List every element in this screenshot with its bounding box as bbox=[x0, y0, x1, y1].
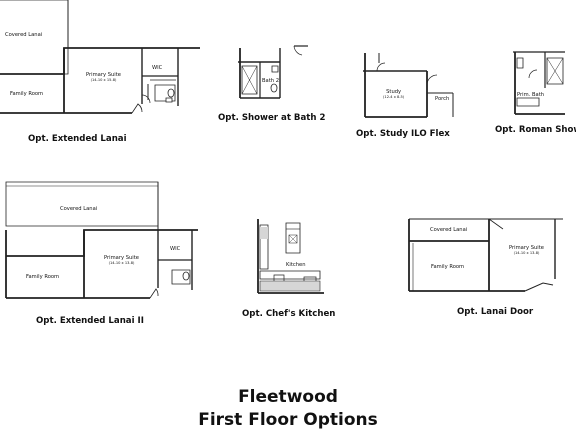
room-label-kitchen: Kitchen bbox=[286, 262, 306, 268]
room-label-family-room: Family Room bbox=[431, 264, 465, 270]
room-label-porch: Porch bbox=[435, 96, 450, 102]
room-label-primary-suite: Primary Suite (14-10 x 13-8) bbox=[104, 255, 139, 265]
room-label-primary-suite: Primary Suite (14-10 x 13-8) bbox=[509, 245, 544, 255]
caption-extended-lanai: Opt. Extended Lanai bbox=[28, 134, 127, 144]
room-dims: (14-10 x 15-8) bbox=[90, 78, 117, 82]
plan-study-flex: Study (12-4 x 8-5) Porch bbox=[355, 45, 465, 120]
plan-lanai-door-drawing bbox=[405, 215, 565, 295]
room-label-primary-suite: Primary Suite (14-10 x 15-8) bbox=[86, 72, 121, 82]
sheet-title-line1: Fleetwood bbox=[238, 387, 338, 407]
room-label-prim-bath: Prim. Bath bbox=[517, 92, 545, 98]
plan-study-flex-drawing bbox=[355, 45, 465, 120]
plan-extended-lanai-2-drawing bbox=[0, 178, 200, 303]
plan-chefs-kitchen: Kitchen bbox=[248, 215, 328, 295]
plan-roman-shower-drawing bbox=[505, 48, 576, 118]
room-label-study: Study (12-4 x 8-5) bbox=[383, 89, 404, 99]
room-label-covered-lanai: Covered Lanai bbox=[430, 227, 468, 233]
room-name: Primary Suite bbox=[104, 255, 139, 261]
room-label-family-room: Family Room bbox=[26, 274, 60, 280]
plan-shower-bath2-drawing bbox=[230, 40, 315, 105]
plan-lanai-door: Covered Lanai Family Room Primary Suite … bbox=[405, 215, 565, 295]
room-dims: (12-4 x 8-5) bbox=[383, 95, 405, 99]
room-label-wic: WIC bbox=[152, 65, 163, 71]
caption-roman-shower: Opt. Roman Show bbox=[495, 125, 576, 135]
room-label-covered-lanai: Covered Lanai bbox=[5, 32, 43, 38]
plan-roman-shower: Prim. Bath bbox=[505, 48, 576, 118]
room-label-wic: WIC bbox=[170, 246, 181, 252]
plan-extended-lanai: Covered Lanai Family Room Primary Suite … bbox=[0, 0, 200, 125]
room-label-bath2: Bath 2 bbox=[262, 78, 280, 84]
room-name: Primary Suite bbox=[86, 72, 121, 78]
sheet-title-line2: First Floor Options bbox=[198, 410, 378, 430]
caption-extended-lanai-2: Opt. Extended Lanai II bbox=[36, 316, 144, 326]
plan-shower-bath2: Bath 2 bbox=[230, 40, 315, 105]
room-dims: (14-10 x 13-8) bbox=[108, 261, 135, 265]
plan-extended-lanai-drawing bbox=[0, 0, 200, 125]
caption-study-flex: Opt. Study ILO Flex bbox=[356, 129, 450, 139]
plan-extended-lanai-2: Covered Lanai Family Room Primary Suite … bbox=[0, 178, 200, 303]
room-name: Primary Suite bbox=[509, 245, 544, 251]
plan-chefs-kitchen-drawing bbox=[248, 215, 328, 295]
caption-shower-bath2: Opt. Shower at Bath 2 bbox=[218, 113, 326, 123]
room-label-family-room: Family Room bbox=[10, 91, 44, 97]
room-name: Study bbox=[386, 89, 402, 95]
room-dims: (14-10 x 13-8) bbox=[513, 251, 540, 255]
room-label-covered-lanai: Covered Lanai bbox=[60, 206, 98, 212]
caption-chefs-kitchen: Opt. Chef's Kitchen bbox=[242, 309, 336, 319]
caption-lanai-door: Opt. Lanai Door bbox=[457, 307, 534, 317]
